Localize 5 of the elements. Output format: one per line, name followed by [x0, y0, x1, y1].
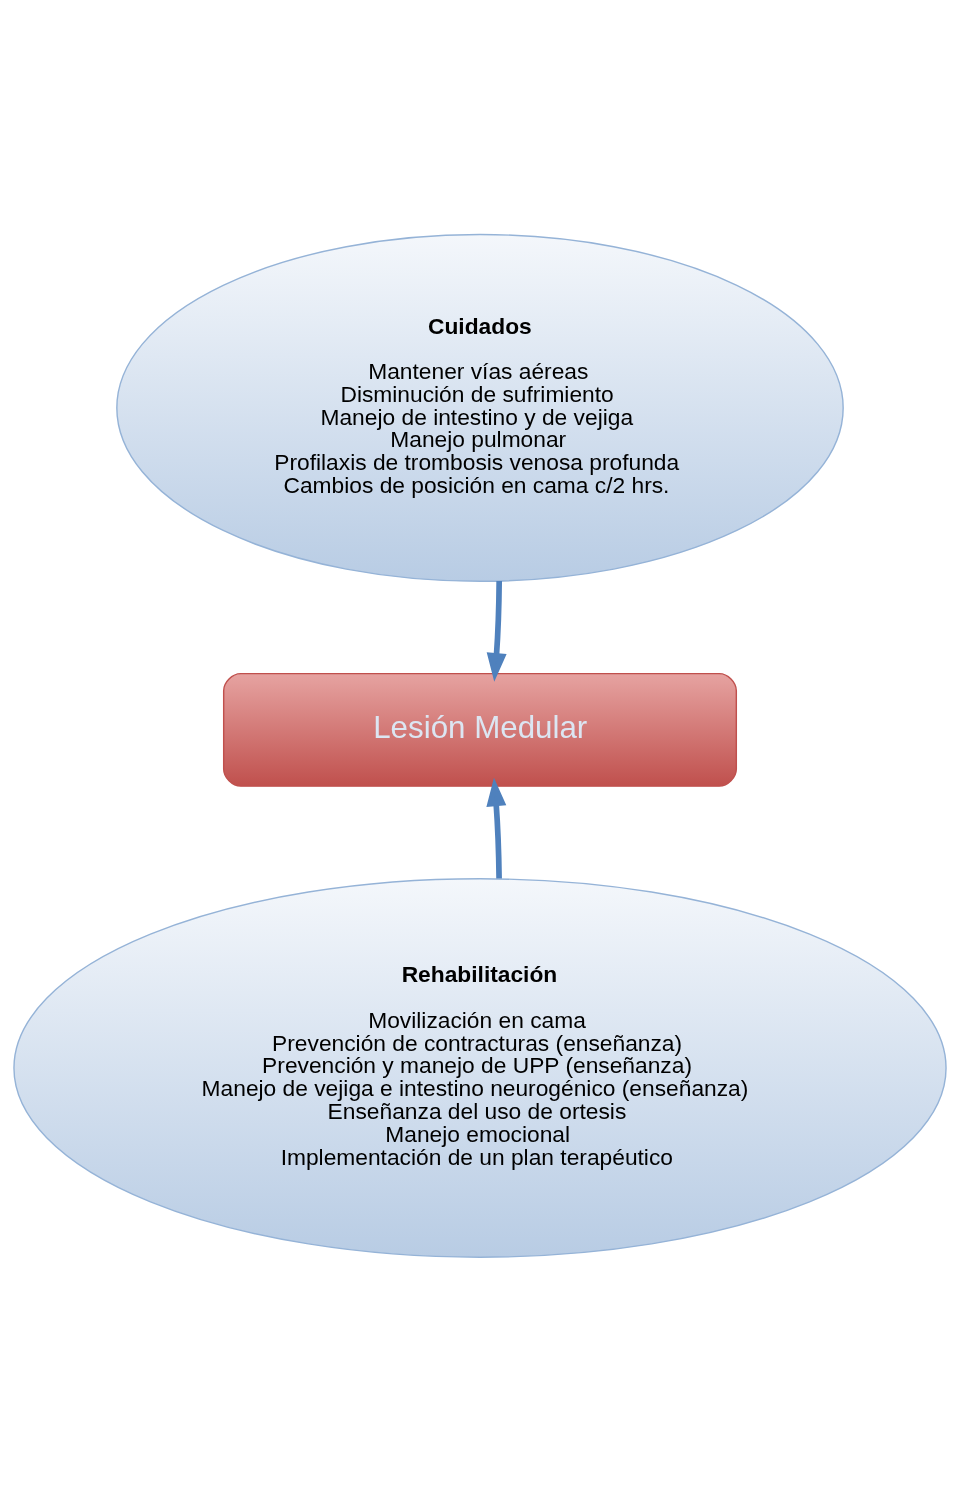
node-ellipse: Rehabilitación Movilización en cama Prevención de contracturas (enseñanza) Prevención y manejo de UPP (enseñanza) Manejo de vejiga e intestino neurogénico (enseñanza) Enseñanza del uso de ortesis Manejo emocional Implementación de un plan terapéutico: [13, 878, 947, 1258]
arrow: [486, 581, 507, 682]
node-ellipse: Cuidados Mantener vías aéreas Disminución de sufrimiento Manejo de intestino y de vejiga Manejo pulmonar Profilaxis de trombosis venosa profunda Cambios de posición en cama c/2 hrs.: [116, 233, 844, 582]
node-box: Lesión Medular: [222, 672, 738, 787]
arrow: [486, 777, 507, 879]
